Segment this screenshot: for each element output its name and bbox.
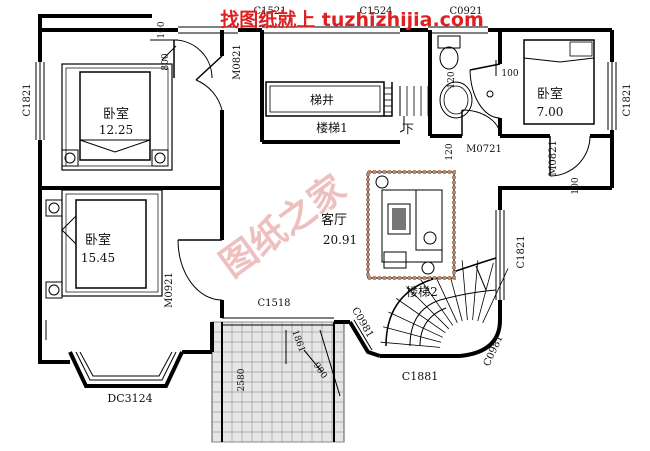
bed3-area: 7.00: [537, 105, 564, 119]
code-m0921: M0921: [164, 272, 175, 308]
sofa-set: [366, 170, 456, 280]
code-c0921: C0921: [449, 6, 482, 17]
doors: [173, 39, 591, 301]
living-area: 20.91: [323, 233, 357, 247]
code-c1821-mid: C1821: [516, 235, 527, 268]
interior-walls: [40, 30, 612, 318]
bed1-area: 12.25: [99, 123, 133, 137]
code-c1821-right: C1821: [622, 83, 633, 116]
dim-100a: 100: [157, 21, 167, 38]
bed2-area: 15.45: [81, 251, 115, 265]
watermark-top: 找图纸就上 tuzhizhijia.com: [220, 8, 484, 31]
code-c0981-a: C0981: [349, 306, 375, 340]
room-labels: 卧室 12.25 卧室 15.45 卧室 7.00 客厅 20.91 梯井 楼梯…: [81, 86, 564, 299]
exterior-walls: [38, 14, 614, 388]
dim-2580: 2580: [237, 368, 247, 391]
stair1-label: 楼梯1: [316, 120, 348, 135]
stairwell-label: 梯井: [310, 93, 334, 107]
dim-800: 800: [161, 53, 171, 70]
code-c1524: C1524: [359, 6, 392, 17]
bed2-name: 卧室: [85, 232, 111, 248]
bed-2: [45, 189, 163, 299]
bathroom-fixtures: [437, 35, 494, 119]
code-c1821-left: C1821: [22, 83, 33, 116]
code-dc3124: DC3124: [107, 392, 152, 405]
dim-100b: 100: [501, 69, 518, 79]
stair2-label: 楼梯2: [406, 284, 438, 299]
bed-3: [523, 39, 595, 125]
balcony-floor: [211, 321, 345, 443]
code-m0721: M0721: [466, 144, 502, 155]
code-c1881: C1881: [402, 370, 438, 383]
bed3-name: 卧室: [537, 86, 563, 102]
code-c1518: C1518: [257, 298, 290, 309]
dimension-lines: [45, 39, 497, 397]
code-m0821-b: M0821: [548, 140, 559, 176]
dim-100c: 100: [571, 177, 581, 194]
code-c1521: C1521: [253, 6, 286, 17]
code-m0821-a: M0821: [232, 44, 243, 80]
dim-120a: 120: [447, 71, 457, 88]
stair-2: [380, 257, 509, 348]
dim-120b: 120: [445, 143, 455, 160]
bed1-name: 卧室: [103, 106, 129, 122]
down-label: 下: [402, 122, 414, 136]
bed-1: [61, 63, 173, 171]
living-name: 客厅: [321, 212, 347, 228]
code-c0981-b: C0981: [482, 334, 506, 369]
stair-1: [265, 81, 429, 133]
